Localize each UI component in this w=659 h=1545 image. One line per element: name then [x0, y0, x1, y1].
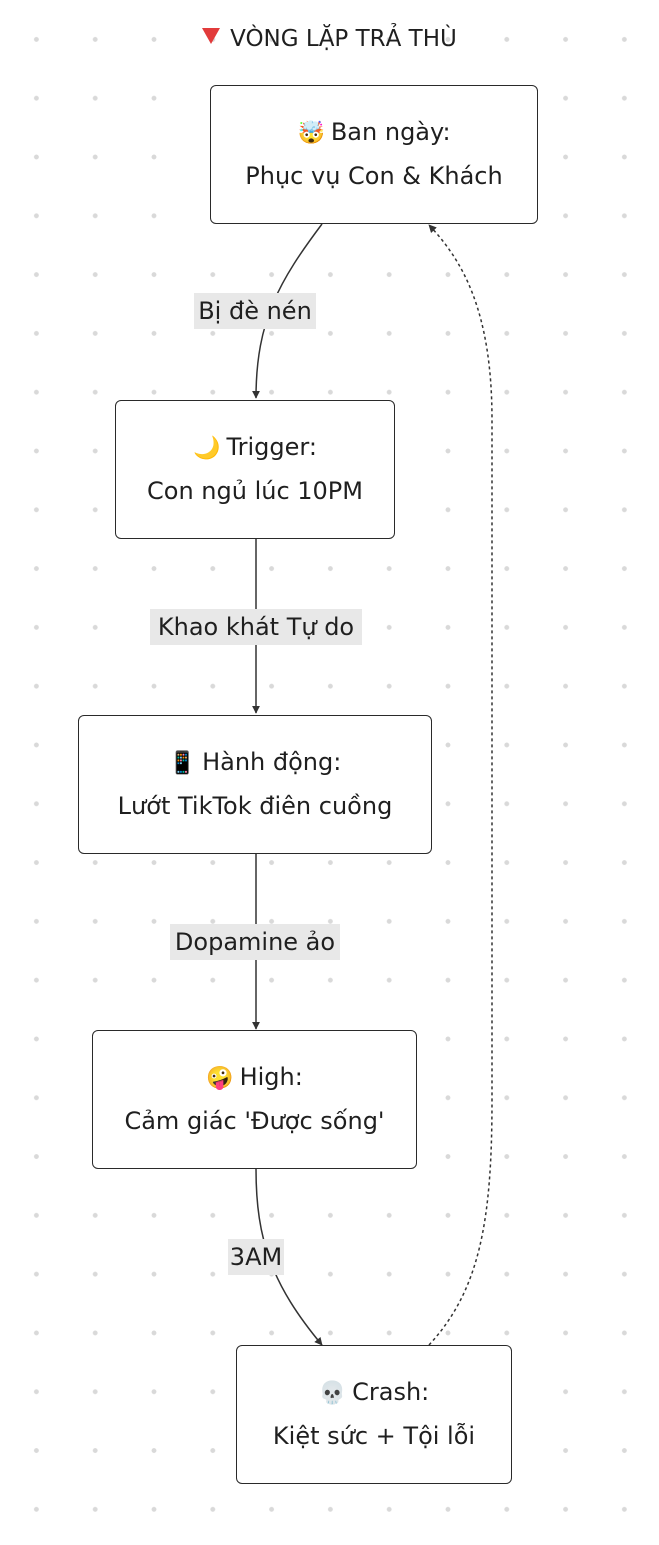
- node-trigger-heading: Trigger:: [226, 433, 317, 461]
- node-trigger-text: Con ngủ lúc 10PM: [147, 477, 363, 505]
- node-high-text: Cảm giác 'Được sống': [124, 1107, 385, 1135]
- exploding-head-icon: 🤯: [297, 121, 325, 146]
- red-triangle-icon: [202, 28, 221, 44]
- edge-label-suppressed: Bị đè nén: [194, 293, 316, 329]
- node-action-heading: Hành động:: [202, 748, 342, 776]
- node-action: 📱Hành động: Lướt TikTok điên cuồng: [78, 715, 432, 854]
- node-action-text: Lướt TikTok điên cuồng: [117, 792, 393, 820]
- zany-face-icon: 🤪: [206, 1066, 234, 1091]
- diagram-title: VÒNG LẶP TRẢ THÙ: [0, 22, 659, 56]
- node-crash: 💀Crash: Kiệt sức + Tội lỗi: [236, 1345, 512, 1484]
- node-crash-text: Kiệt sức + Tội lỗi: [272, 1422, 476, 1450]
- node-daytime-heading: Ban ngày:: [330, 118, 451, 146]
- diagram-title-text: VÒNG LẶP TRẢ THÙ: [230, 26, 457, 52]
- node-trigger: 🌙Trigger: Con ngủ lúc 10PM: [115, 400, 395, 539]
- edge-crash-to-daytime: [428, 224, 493, 1346]
- node-crash-heading: Crash:: [352, 1378, 430, 1406]
- node-high-heading: High:: [239, 1063, 303, 1091]
- node-daytime-text: Phục vụ Con & Khách: [245, 162, 503, 190]
- crescent-moon-icon: 🌙: [193, 436, 221, 461]
- edge-label-3am: 3AM: [228, 1239, 284, 1275]
- node-daytime: 🤯Ban ngày: Phục vụ Con & Khách: [210, 85, 538, 224]
- edge-label-craving-freedom: Khao khát Tự do: [150, 609, 362, 645]
- skull-icon: 💀: [318, 1381, 347, 1406]
- node-high: 🤪High: Cảm giác 'Được sống': [92, 1030, 417, 1169]
- mobile-phone-icon: 📱: [168, 751, 197, 776]
- edge-label-fake-dopamine: Dopamine ảo: [170, 924, 340, 960]
